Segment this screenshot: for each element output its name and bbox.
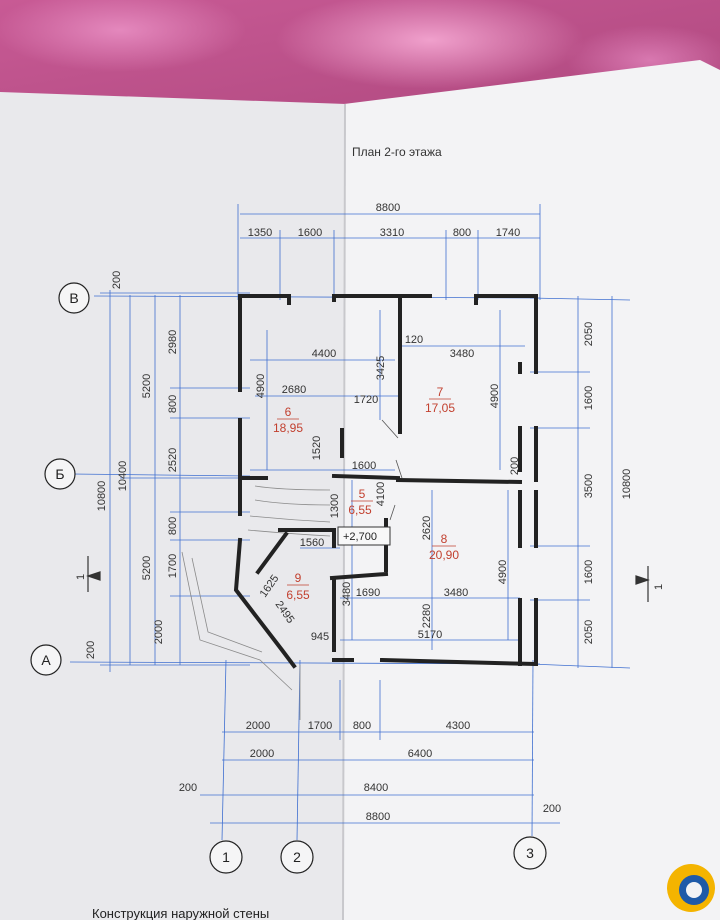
right-page bbox=[342, 60, 720, 920]
axis-marker-b bbox=[58, 282, 90, 314]
walls bbox=[233, 294, 538, 669]
stairs bbox=[181, 485, 331, 720]
dim-left-c1: 200 bbox=[111, 271, 123, 289]
dim-inner: 120 bbox=[405, 334, 423, 346]
dim-bottom-r3a: 200 bbox=[179, 782, 197, 794]
axis-label-2: 2 bbox=[293, 849, 301, 865]
axis-label-bb: Б bbox=[55, 466, 64, 482]
dimension-lines bbox=[69, 204, 631, 841]
dim-left-c5: 800 bbox=[167, 517, 179, 535]
dim-top-2: 1600 bbox=[298, 227, 322, 239]
dim-inner: 2280 bbox=[421, 604, 433, 628]
room-area: 6,55 bbox=[286, 588, 310, 602]
dim-inner: 4400 bbox=[312, 348, 336, 360]
watermark-logo bbox=[667, 864, 715, 912]
section-mark-right: 1 bbox=[653, 584, 665, 590]
room-area: 6,55 bbox=[348, 503, 372, 517]
dim-left-c3: 800 bbox=[167, 395, 179, 413]
room-number: 9 bbox=[295, 571, 302, 585]
dim-inner: 3480 bbox=[450, 348, 474, 360]
axis-marker-a bbox=[30, 644, 62, 676]
dim-bottom-r1a: 2000 bbox=[246, 720, 270, 732]
dim-inner: 3480 bbox=[341, 582, 353, 606]
dim-inner: 1560 bbox=[300, 537, 324, 549]
page-fold bbox=[342, 103, 346, 920]
dim-right-a2: 1600 bbox=[583, 386, 595, 410]
level-mark-box bbox=[337, 526, 391, 546]
dim-top-1: 1350 bbox=[248, 227, 272, 239]
dim-right-overall: 10800 bbox=[621, 469, 633, 500]
dim-right-a1: 2050 bbox=[583, 322, 595, 346]
dim-top-3: 3310 bbox=[380, 227, 404, 239]
dim-left-c8: 200 bbox=[85, 641, 97, 659]
room-number: 8 bbox=[441, 532, 448, 546]
dim-right-a5: 2050 bbox=[583, 620, 595, 644]
room-number: 6 bbox=[285, 405, 292, 419]
dim-left-overall: 10800 bbox=[96, 481, 108, 512]
axis-marker-2 bbox=[280, 840, 314, 874]
dim-bottom-r4b: 200 bbox=[543, 803, 561, 815]
door-swings bbox=[381, 419, 403, 521]
room-area: 18,95 bbox=[273, 421, 303, 435]
dim-inner: 1520 bbox=[311, 436, 323, 460]
axis-marker-1 bbox=[209, 840, 243, 874]
axis-marker-3 bbox=[513, 836, 547, 870]
dim-inner: 5170 bbox=[418, 629, 442, 641]
dim-right-a3: 3500 bbox=[583, 474, 595, 498]
dim-inner: 4900 bbox=[489, 384, 501, 408]
dim-left-c4: 2520 bbox=[167, 448, 179, 472]
dim-bottom-r2b: 6400 bbox=[408, 748, 432, 760]
dim-left-c7: 2000 bbox=[153, 620, 165, 644]
dim-top-4: 800 bbox=[453, 227, 471, 239]
section-markers bbox=[86, 556, 650, 602]
room-labels: 6 18,95 7 17,05 5 6,55 8 20,90 9 6,55 bbox=[273, 385, 459, 602]
dim-inner: 4900 bbox=[497, 560, 509, 584]
axis-label-b: В bbox=[69, 290, 78, 306]
dim-inner: 1690 bbox=[356, 587, 380, 599]
dim-left-c2: 2980 bbox=[167, 330, 179, 354]
axis-label-1: 1 bbox=[222, 849, 230, 865]
dim-inner: 2680 bbox=[282, 384, 306, 396]
dim-inner: 4900 bbox=[255, 374, 267, 398]
dim-inner: 3425 bbox=[375, 356, 387, 380]
bottom-caption: Конструкция наружной стены bbox=[92, 906, 269, 920]
dim-left-b2: 5200 bbox=[141, 556, 153, 580]
dim-inner: 1720 bbox=[354, 394, 378, 406]
dim-inner: 1300 bbox=[329, 494, 341, 518]
dim-left-inner: 10400 bbox=[117, 461, 129, 492]
room-area: 20,90 bbox=[429, 548, 459, 562]
axis-label-3: 3 bbox=[526, 845, 534, 861]
dim-bottom-r1c: 800 bbox=[353, 720, 371, 732]
dim-bottom-r4: 8800 bbox=[366, 811, 390, 823]
dim-top-5: 1740 bbox=[496, 227, 520, 239]
axis-marker-bb bbox=[44, 458, 76, 490]
dim-bottom-r2a: 2000 bbox=[250, 748, 274, 760]
room-number: 5 bbox=[359, 487, 366, 501]
axis-markers bbox=[30, 282, 547, 874]
level-mark: +2,700 bbox=[343, 531, 377, 543]
room-number: 7 bbox=[437, 385, 444, 399]
dim-left-c6: 1700 bbox=[167, 554, 179, 578]
dim-right-a4: 1600 bbox=[583, 560, 595, 584]
dim-inner: 2620 bbox=[421, 516, 433, 540]
plan-title: План 2-го этажа bbox=[352, 145, 442, 159]
dim-inner: 1600 bbox=[352, 460, 376, 472]
dim-inner: 945 bbox=[311, 631, 329, 643]
dim-inner: 4100 bbox=[375, 482, 387, 506]
dim-top-overall: 8800 bbox=[376, 202, 400, 214]
dim-bottom-r1b: 1700 bbox=[308, 720, 332, 732]
dim-bottom-r1d: 4300 bbox=[446, 720, 470, 732]
section-mark-left: 1 bbox=[75, 574, 87, 580]
dim-left-b1: 5200 bbox=[141, 374, 153, 398]
dim-inner: 200 bbox=[509, 457, 521, 475]
dim-inner: 3480 bbox=[444, 587, 468, 599]
axis-label-a: А bbox=[41, 652, 51, 668]
dim-bottom-r3b: 8400 bbox=[364, 782, 388, 794]
room-area: 17,05 bbox=[425, 401, 455, 415]
left-page bbox=[0, 92, 346, 920]
